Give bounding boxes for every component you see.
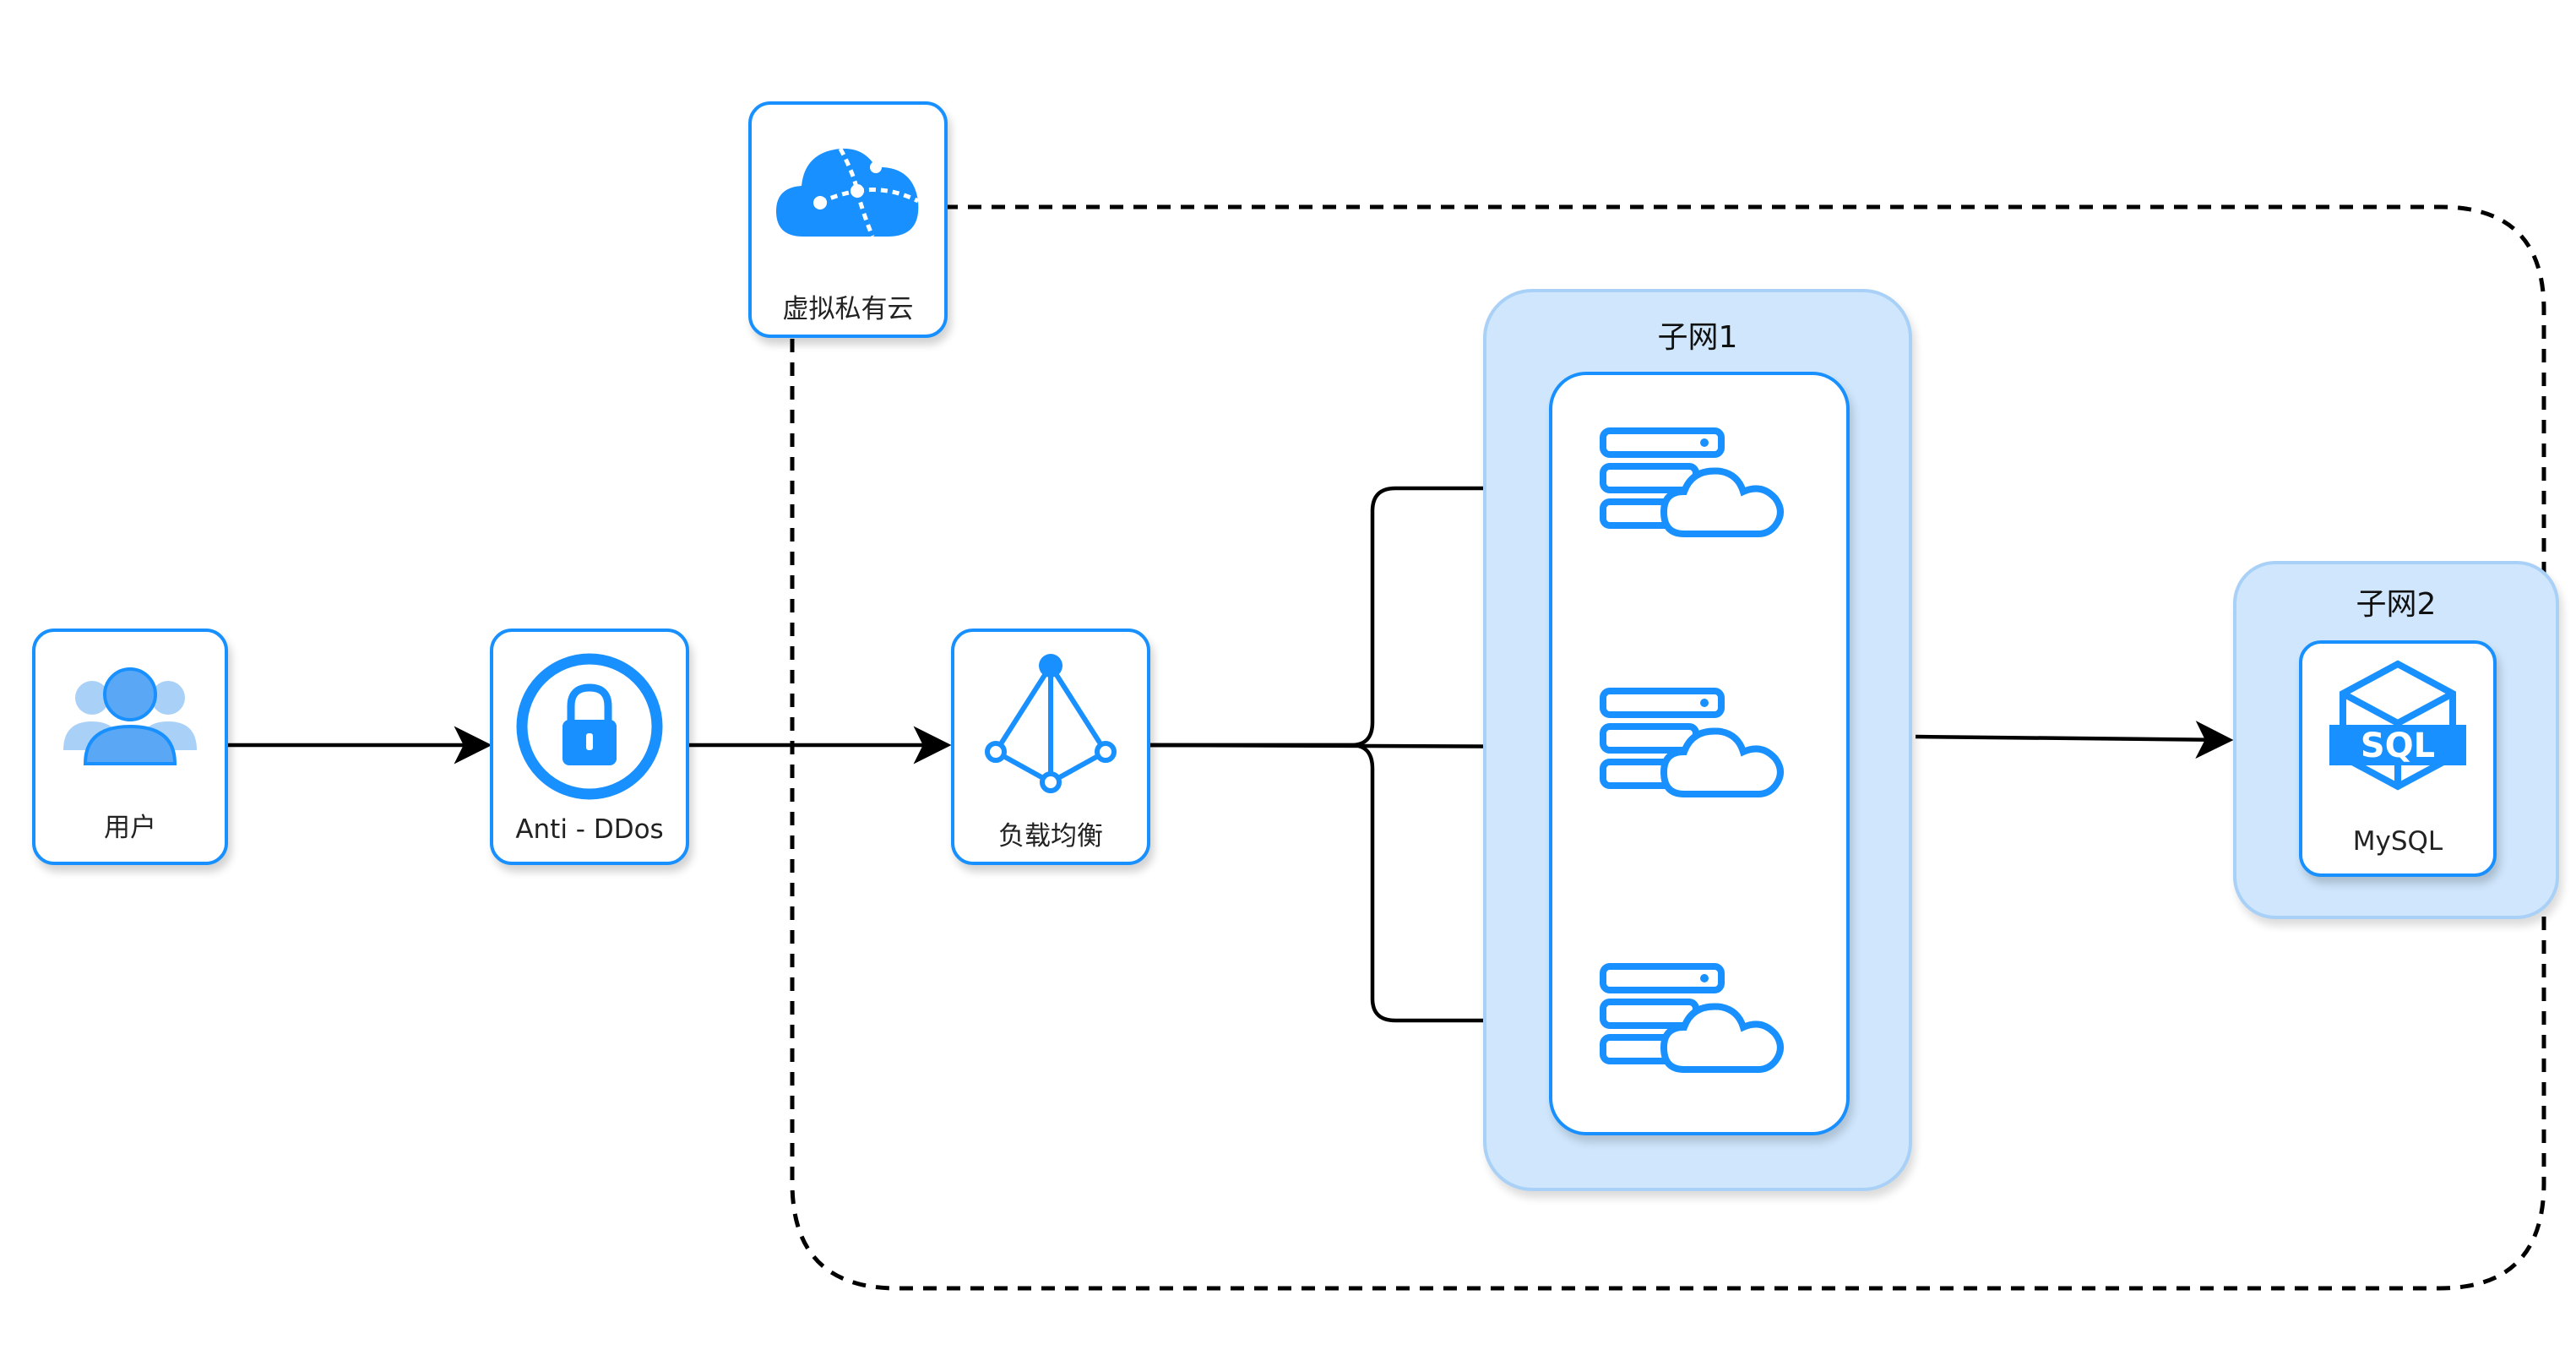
sql-glyph: SQL (2361, 727, 2435, 765)
arrow-lb-to-server-1 (1149, 469, 1597, 748)
cloud-server-icon[interactable] (1596, 424, 1791, 542)
mysql-node[interactable]: SQL MySQL (2299, 640, 2497, 877)
users-icon (63, 667, 197, 765)
user-label: 用户 (104, 813, 156, 843)
anti-ddos-node[interactable]: Anti - DDos (490, 629, 689, 865)
arrow-subnet1-to-subnet2 (1915, 721, 2234, 759)
mysql-sql-icon: SQL (2329, 660, 2466, 791)
arrow-lb-to-server-3 (1149, 743, 1597, 1040)
mysql-label: MySQL (2352, 826, 2443, 857)
vpc-label: 虚拟私有云 (782, 294, 914, 324)
load-balancer-label: 负载均衡 (998, 821, 1103, 852)
subnet-1-title: 子网1 (1657, 320, 1738, 355)
vpc-cloud-icon (776, 147, 920, 237)
vpc-boundary (790, 204, 2546, 1291)
cloud-server-icon[interactable] (1596, 960, 1791, 1078)
cloud-server-icon[interactable] (1596, 684, 1791, 803)
user-node[interactable]: 用户 (32, 629, 228, 865)
anti-ddos-label: Anti - DDos (515, 814, 664, 845)
vpc-node[interactable]: 虚拟私有云 (748, 101, 948, 338)
load-balancer-icon (985, 654, 1117, 793)
lock-icon (516, 653, 663, 800)
load-balancer-node[interactable]: 负载均衡 (951, 629, 1150, 865)
subnet-2-title: 子网2 (2356, 587, 2437, 622)
